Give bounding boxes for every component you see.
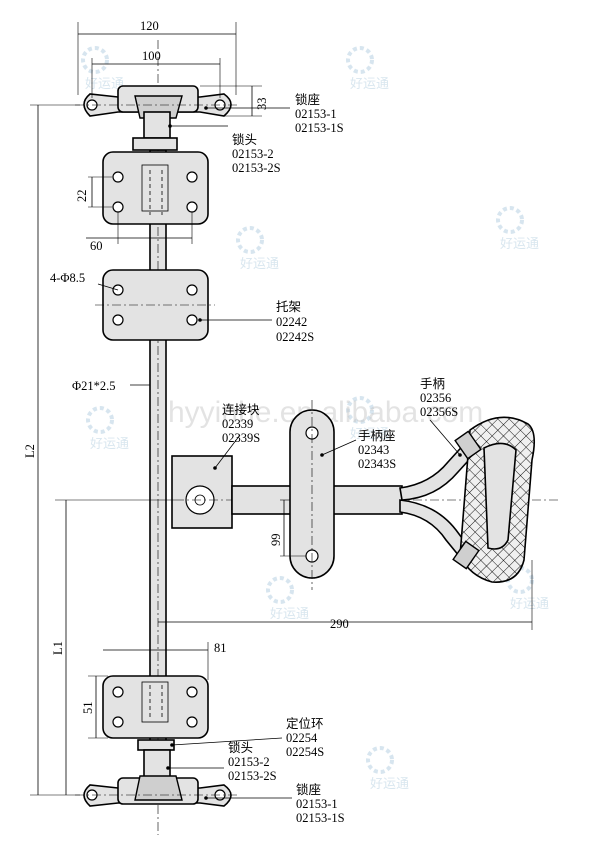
watermark-logos: 好运通 好运通 好运通 好运通 好运通 好运通 好运通 好运通: [81, 46, 549, 792]
dim-handle-reach: 290: [330, 617, 349, 631]
lower-bracket-hole-1: [112, 686, 124, 698]
callout-handle-seat-name: 手柄座: [358, 428, 396, 443]
lower-bracket-hole-4: [186, 716, 198, 728]
upper-bracket-hole-2: [186, 171, 198, 183]
top-lock-head-collar: [132, 137, 178, 151]
dim-seat-height: 33: [255, 98, 269, 111]
upper-bracket-hole-4: [186, 201, 198, 213]
upper-bracket-hole-3: [112, 201, 124, 213]
dim-total-length: L2: [23, 444, 37, 458]
callouts: 锁座 02153-1 02153-1S 锁头 02153-2 02153-2S …: [166, 92, 462, 825]
middle-bracket: [95, 269, 215, 341]
callout-locating-ring-code2: 02254S: [286, 745, 324, 759]
upper-bracket: [102, 151, 209, 225]
callout-lock-seat-bottom-code2: 02153-1S: [296, 811, 345, 825]
callout-handle-seat-code1: 02343: [358, 443, 389, 457]
dim-partial-length: L1: [51, 641, 65, 655]
dim-rod: Φ21*2.5: [72, 379, 116, 393]
callout-handle-code1: 02356: [420, 391, 451, 405]
dim-overall-width: 120: [140, 19, 159, 33]
dimensions: 120 100 33 22 60 L2 L1 99: [23, 19, 533, 796]
dim-holes: 4-Φ8.5: [50, 271, 85, 285]
cog-logo-icon: 好运通: [236, 226, 279, 272]
watermark-logo-text: 好运通: [350, 77, 389, 92]
middle-bracket-hole-4: [186, 314, 198, 326]
lower-bracket: [102, 675, 209, 739]
cog-logo-icon: 好运通: [86, 406, 129, 452]
callout-bracket-code2: 02242S: [276, 330, 314, 344]
handle-grip-inner: [483, 442, 517, 550]
cog-logo-icon: 好运通: [346, 46, 389, 92]
watermark-logo-text: 好运通: [90, 437, 129, 452]
callout-handle-name: 手柄: [420, 376, 445, 391]
dim-lower-bracket-h: 51: [81, 702, 95, 715]
lower-bracket-body: [102, 675, 209, 739]
dim-lower-bracket-w: 81: [214, 641, 227, 655]
callout-lock-seat-bottom-name: 锁座: [296, 782, 321, 797]
callout-lock-head-bottom-name: 锁头: [228, 740, 253, 755]
top-lock-head-stem: [143, 111, 171, 139]
cog-logo-icon: 好运通: [496, 206, 539, 252]
locating-ring: [137, 739, 175, 751]
top-lock-seat: [75, 85, 240, 151]
bottom-lock: [75, 739, 240, 807]
cog-logo-icon: 好运通: [346, 396, 389, 442]
callout-connector-code2: 02339S: [222, 431, 260, 445]
callout-lock-head-top-code2: 02153-2S: [232, 161, 281, 175]
watermark-logo-text: 好运通: [85, 77, 124, 92]
middle-bracket-hole-3: [112, 314, 124, 326]
callout-locating-ring-name: 定位环: [286, 716, 324, 731]
dim-bracket-hole-v: 22: [75, 190, 89, 203]
watermark-logo-text: 好运通: [510, 597, 549, 612]
callout-handle-seat-code2: 02343S: [358, 457, 396, 471]
callout-lock-seat-top-code2: 02153-1S: [295, 121, 344, 135]
cog-logo-icon: 好运通: [366, 746, 409, 792]
watermark-logo-text: 好运通: [350, 427, 389, 442]
callout-bracket-code1: 02242: [276, 315, 307, 329]
cog-logo-icon: 好运通: [81, 46, 124, 92]
callout-lock-head-top-name: 锁头: [232, 132, 257, 147]
watermark-logo-text: 好运通: [370, 777, 409, 792]
watermark-logo-text: 好运通: [270, 607, 309, 622]
lower-bracket-hole-2: [186, 686, 198, 698]
callout-lock-seat-top-name: 锁座: [295, 92, 320, 107]
watermark-logo-text: 好运通: [500, 237, 539, 252]
lower-bracket-hole-3: [112, 716, 124, 728]
dim-bracket-hole-h: 60: [90, 239, 103, 253]
callout-connector-name: 连接块: [222, 402, 260, 417]
dim-hole-spacing: 100: [142, 49, 161, 63]
callout-lock-head-bottom-code1: 02153-2: [228, 755, 270, 769]
cog-logo-icon: 好运通: [266, 576, 309, 622]
callout-bracket-name: 托架: [276, 299, 301, 314]
callout-connector-code1: 02339: [222, 417, 253, 431]
callout-lock-head-bottom-code2: 02153-2S: [228, 769, 277, 783]
watermark-logo-text: 好运通: [240, 257, 279, 272]
upper-bracket-hole-1: [112, 171, 124, 183]
upper-bracket-body: [102, 151, 209, 225]
dim-handle-offset: 99: [269, 534, 283, 547]
callout-lock-seat-top-code1: 02153-1: [295, 107, 337, 121]
middle-bracket-hole-2: [186, 284, 198, 296]
callout-lock-head-top-code1: 02153-2: [232, 147, 274, 161]
bottom-lock-head-cam: [134, 775, 183, 801]
callout-lock-seat-bottom-code1: 02153-1: [296, 797, 338, 811]
callout-handle-code2: 02356S: [420, 405, 458, 419]
callout-locating-ring-code1: 02254: [286, 731, 318, 745]
